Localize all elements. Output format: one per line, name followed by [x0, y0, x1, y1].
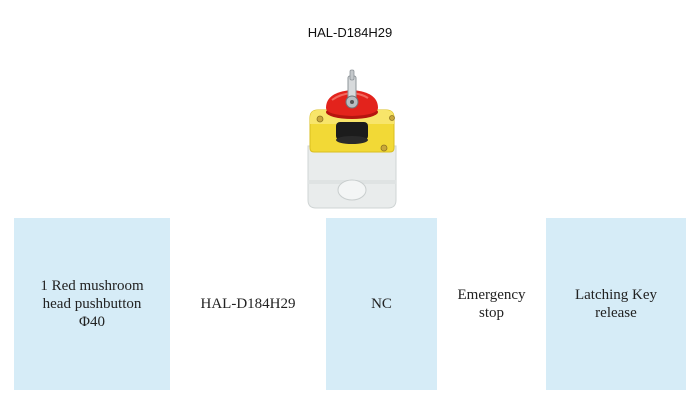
spec-function-text: Emergency stop — [457, 287, 526, 321]
spec-cell-function: Emergency stop — [437, 218, 546, 390]
spec-model-text: HAL-D184H29 — [200, 296, 296, 312]
spec-cell-action: Latching Key release — [546, 218, 686, 390]
spec-contact-text: NC — [371, 296, 392, 312]
spec-cell-description: 1 Red mushroom head pushbutton Φ40 — [14, 218, 170, 390]
spec-action-text: Latching Key release — [574, 287, 658, 321]
product-title: HAL-D184H29 — [307, 25, 393, 40]
spec-cell-contact: NC — [326, 218, 437, 390]
emergency-stop-button-image — [307, 69, 397, 209]
spec-description-text: 1 Red mushroom head pushbutton Φ40 — [40, 278, 144, 330]
spec-cell-model: HAL-D184H29 — [170, 218, 326, 390]
